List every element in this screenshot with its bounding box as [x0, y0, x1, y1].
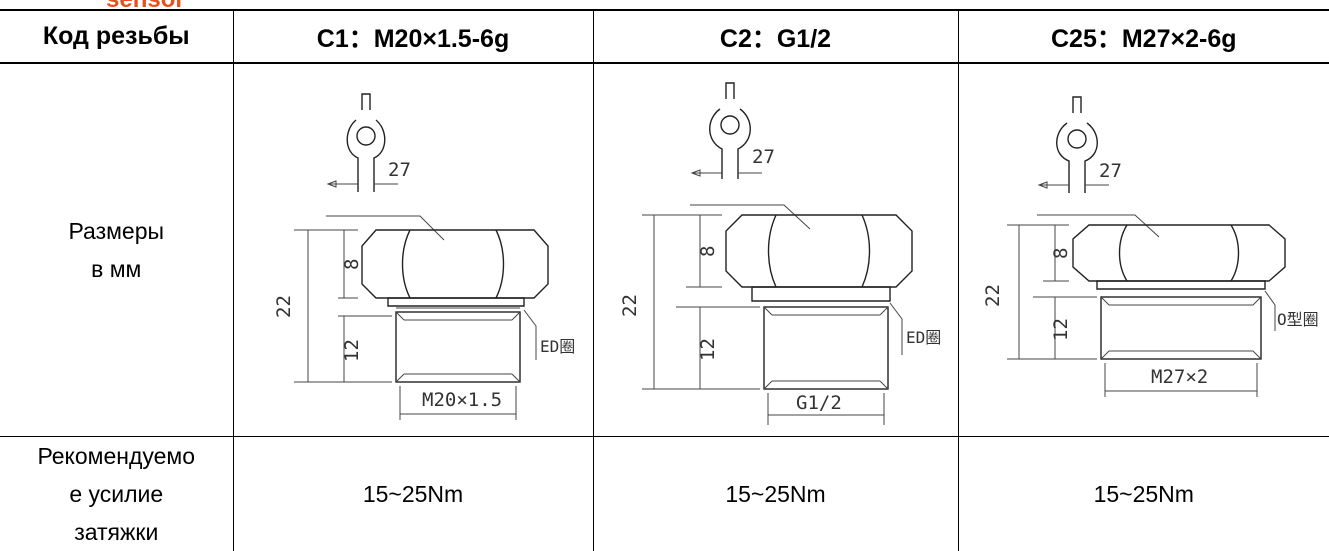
wrench-size: 27 [388, 159, 411, 181]
header-c25: C25：M27×2-6g [958, 10, 1329, 63]
torque-label-line3: затяжки [0, 513, 233, 551]
torque-value-c25: 15~25Nm [958, 437, 1329, 551]
wrench-icon: 27 [692, 83, 775, 179]
thread-drawing-c1: 27 [248, 80, 578, 420]
wrench-size: 27 [752, 146, 775, 168]
torque-label: Рекомендуемо е усилие затяжки [0, 437, 233, 551]
total-height: 22 [619, 294, 641, 317]
thread-stem [396, 308, 520, 382]
torque-value-c1: 15~25Nm [233, 437, 593, 551]
dimensions-label-line1: Размеры [0, 212, 233, 250]
dimensions-label-cell: Размеры в мм [0, 63, 233, 437]
dimensions-label-line2: в мм [0, 250, 233, 288]
seal-label: ED圈 [906, 328, 941, 347]
hex-height: 8 [1050, 248, 1072, 259]
wrench-size: 27 [1099, 160, 1122, 182]
thread-height: 12 [1050, 318, 1072, 341]
torque-value-c2: 15~25Nm [593, 437, 958, 551]
drawing-cell-c25: 27 8 22 12 O型圈 [958, 63, 1329, 437]
seal-label: O型圈 [1277, 310, 1319, 329]
thread-spec-table: Код резьбы C1：M20×1.5-6g C2：G1/2 C25：M27… [0, 9, 1329, 551]
wrench-icon: 27 [328, 94, 411, 192]
hex-nut [726, 215, 912, 301]
total-height: 22 [273, 295, 295, 318]
drawing-cell-c1: 27 [233, 63, 593, 437]
total-height: 22 [982, 284, 1004, 307]
torque-label-line2: е усилие [0, 475, 233, 513]
thread-height: 12 [697, 338, 719, 361]
header-label: Код резьбы [0, 10, 233, 63]
thread-size: M27×2 [1151, 366, 1208, 388]
thread-drawing-c2: 27 8 22 12 ED圈 [606, 75, 946, 425]
hex-height: 8 [697, 246, 719, 257]
thread-size: G1/2 [796, 392, 842, 414]
torque-label-cell: Рекомендуемо е усилие затяжки [0, 437, 233, 551]
thread-drawing-c25: 27 8 22 12 O型圈 [969, 85, 1319, 415]
hex-nut [362, 230, 548, 306]
torque-row: Рекомендуемо е усилие затяжки 15~25Nm 15… [0, 437, 1329, 551]
thread-size: M20×1.5 [422, 389, 502, 411]
torque-label-line1: Рекомендуемо [0, 437, 233, 475]
drawing-cell-c2: 27 8 22 12 ED圈 [593, 63, 958, 437]
header-c1: C1：M20×1.5-6g [233, 10, 593, 63]
thread-stem [764, 307, 888, 389]
header-row: Код резьбы C1：M20×1.5-6g C2：G1/2 C25：M27… [0, 10, 1329, 63]
wrench-icon: 27 [1039, 97, 1122, 193]
header-c2: C2：G1/2 [593, 10, 958, 63]
hex-nut [1073, 225, 1285, 289]
thread-height: 12 [341, 339, 363, 362]
thread-stem [1101, 297, 1261, 359]
dimensions-label: Размеры в мм [0, 212, 233, 288]
hex-height: 8 [341, 259, 363, 270]
dimensions-row: Размеры в мм 27 [0, 63, 1329, 437]
seal-label: ED圈 [540, 337, 575, 356]
